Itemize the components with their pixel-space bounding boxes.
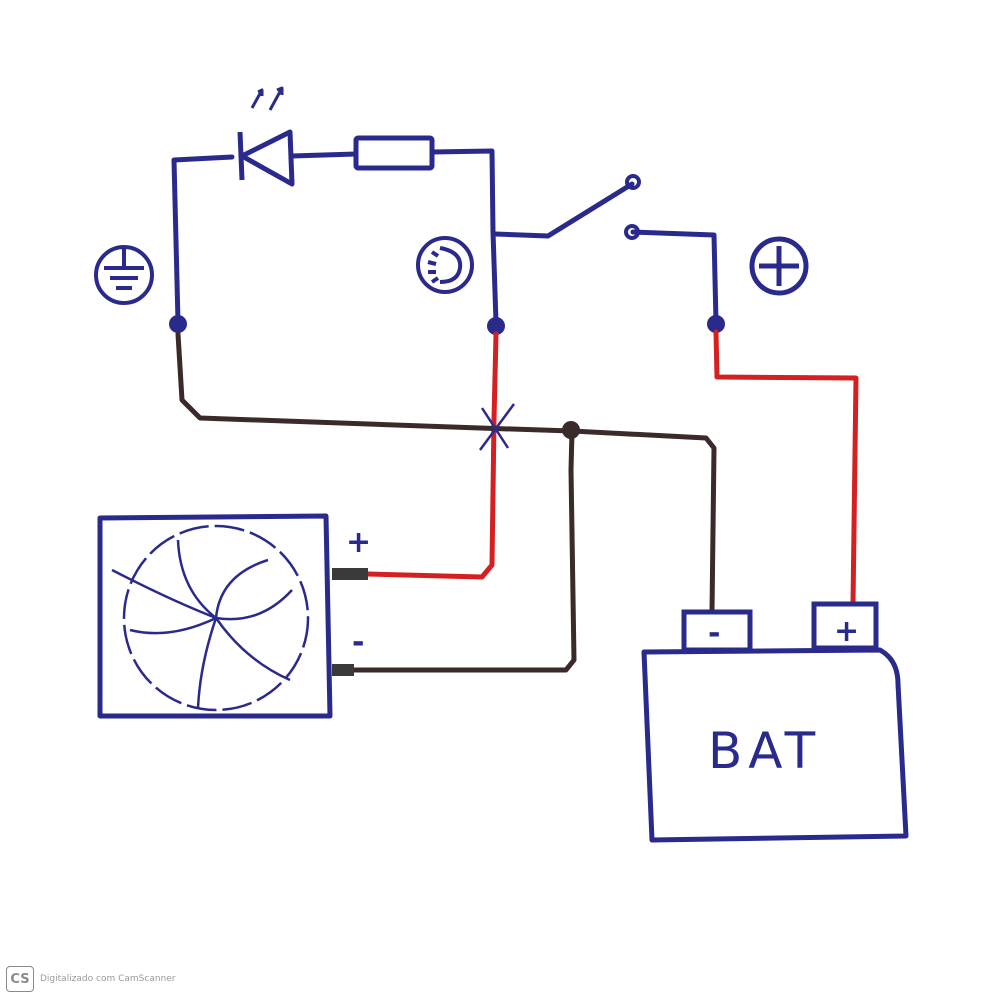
battery: - + BAT xyxy=(641,601,909,843)
ground-symbol-icon xyxy=(94,245,154,305)
switch-arm xyxy=(492,181,635,239)
dark-wire-fan-negative xyxy=(349,428,577,673)
battery-positive-sign: + xyxy=(834,614,859,649)
fan-housing xyxy=(97,513,333,719)
wire-resistor-right xyxy=(429,148,496,235)
resistor xyxy=(353,135,435,171)
footer-text: Digitalizado com CamScanner xyxy=(40,974,176,984)
control-circuit xyxy=(171,148,719,325)
fan-terminal-negative xyxy=(332,664,354,676)
battery-body xyxy=(641,647,909,843)
scanner-footer: CS Digitalizado com CamScanner xyxy=(6,966,175,992)
fan-negative-sign: - xyxy=(352,625,364,660)
wire-crossing-mark xyxy=(478,403,516,451)
red-wires xyxy=(365,329,859,607)
fan: + - xyxy=(97,513,371,719)
wire-switch-right xyxy=(630,229,719,325)
node-right xyxy=(707,315,725,333)
wire-right-vertical xyxy=(490,229,499,325)
battery-positive-terminal xyxy=(811,601,879,651)
light-symbol-icon xyxy=(416,236,474,294)
fan-ring xyxy=(122,524,310,712)
fan-blades xyxy=(111,539,293,709)
red-wire-relay-to-fan xyxy=(365,331,499,580)
switch-contact-top xyxy=(625,174,641,190)
positive-symbol-icon xyxy=(749,236,809,296)
camscanner-logo: CS xyxy=(6,966,34,992)
battery-negative-terminal xyxy=(681,609,753,653)
wire-left-vertical xyxy=(171,154,235,325)
led-light-arrow-1 xyxy=(250,88,264,109)
node-left xyxy=(169,315,187,333)
switch-contact-bottom xyxy=(624,224,640,240)
dark-wires xyxy=(175,331,717,673)
led-diode xyxy=(237,86,295,187)
battery-label: BAT xyxy=(708,722,821,780)
fan-terminal-positive xyxy=(332,568,368,580)
red-wire-switch-to-battery xyxy=(713,329,859,607)
node-middle xyxy=(487,317,505,335)
led-triangle xyxy=(239,129,295,187)
fan-positive-sign: + xyxy=(346,525,371,560)
battery-negative-sign: - xyxy=(708,616,720,651)
led-light-arrow-2 xyxy=(268,86,284,111)
dark-wire-ground xyxy=(175,331,717,615)
wire-led-resistor xyxy=(289,151,359,159)
node-junction xyxy=(562,421,580,439)
